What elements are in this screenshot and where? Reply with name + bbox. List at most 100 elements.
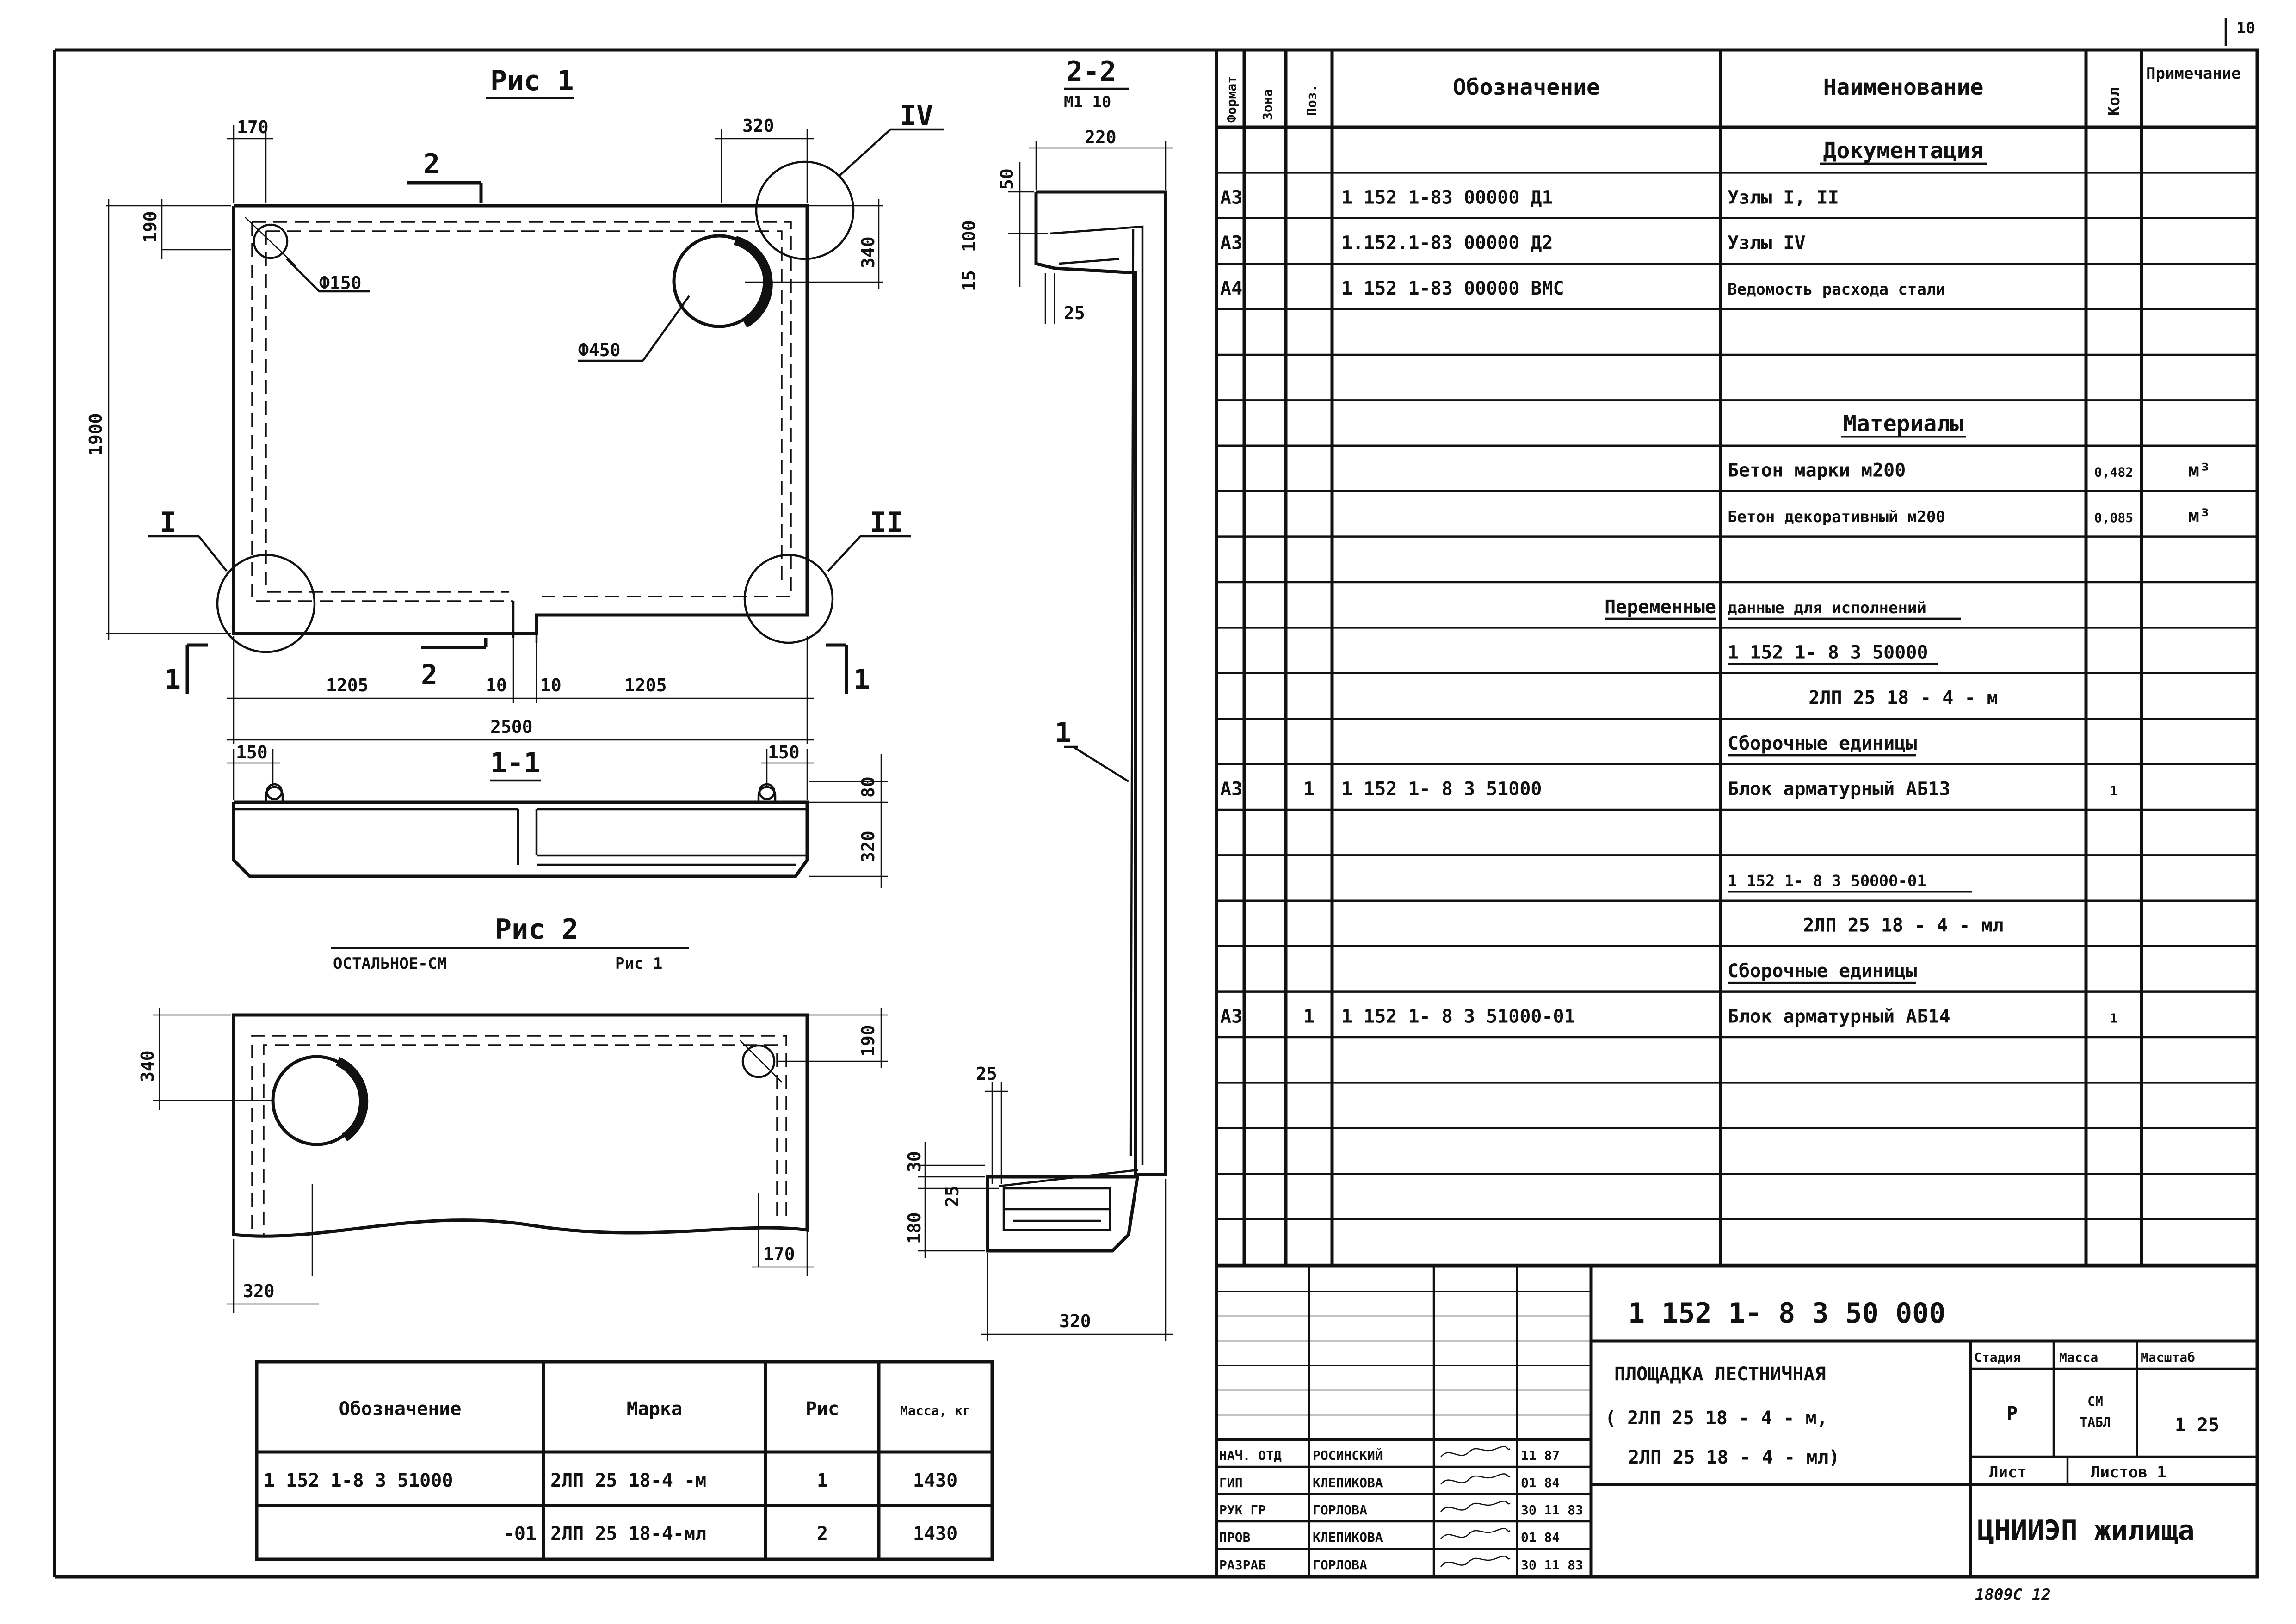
signature-name: КЛЕПИКОВА — [1313, 1530, 1383, 1545]
signature-date: 01 84 — [1521, 1530, 1560, 1545]
figure-2-note-right: Рис 1 — [615, 954, 662, 973]
dim-1205-left: 1205 — [326, 675, 369, 695]
dim-340-right: 340 — [858, 236, 878, 268]
mass-row-1-mass: 1430 — [913, 1470, 957, 1491]
spec-cell-pos: 1 — [1303, 779, 1315, 800]
spec-cell-name: данные для исполнений — [1728, 599, 1926, 617]
signature-date: 30 11 83 — [1521, 1502, 1583, 1518]
title-line-1: ПЛОЩАДКА ЛЕСТНИЧНАЯ — [1614, 1364, 1826, 1385]
signature-name: ГОРЛОВА — [1313, 1557, 1367, 1573]
dim-170-top: 170 — [237, 117, 269, 137]
spec-header-format: Формат — [1224, 76, 1239, 123]
section-mark-2-bottom: 2 — [421, 659, 438, 691]
section-2-2-title: 2-2 — [1066, 55, 1116, 88]
dim-320-top: 320 — [742, 116, 774, 136]
signature-date: 01 84 — [1521, 1475, 1560, 1490]
figure-2-note-left: ОСТАЛЬНОЕ-СМ — [333, 954, 447, 973]
title-line-2: ( 2ЛП 25 18 - 4 - м, — [1605, 1408, 1828, 1429]
specification-table: Формат Зона Поз. Обозначение Наименовани… — [1215, 48, 2259, 1268]
section-1-1: 1-1 150 150 80 320 — [227, 742, 888, 888]
stage-value: Р — [2006, 1403, 2018, 1424]
node-label-iv: IV — [900, 99, 933, 132]
signature-role: ГИП — [1219, 1475, 1243, 1490]
page-number: 10 — [2236, 19, 2255, 37]
spec-cell-desig: Переменные — [1605, 597, 1716, 618]
callout-1: 1 — [1055, 717, 1071, 749]
dim-30: 30 — [904, 1151, 925, 1172]
sheets-label: Листов 1 — [2091, 1463, 2166, 1482]
spec-cell-name: Материалы — [1843, 411, 1963, 437]
spec-cell-name: Узлы I, II — [1728, 187, 1839, 208]
dim-80: 80 — [858, 776, 878, 798]
signature-role: НАЧ. ОТД — [1219, 1448, 1282, 1463]
handwritten-signature — [1440, 1556, 1511, 1567]
stage-label: Стадия — [1974, 1350, 2021, 1365]
scale-label: Масштаб — [2141, 1350, 2195, 1365]
signature-role: РУК ГР — [1219, 1502, 1266, 1518]
mass-row-2-designation: -01 — [503, 1523, 537, 1544]
spec-cell-name: Бетон марки м200 — [1728, 460, 1906, 481]
section-mark-1-right: 1 — [853, 664, 870, 696]
spec-cell-name: Бетон декоративный м200 — [1728, 508, 1945, 526]
spec-cell-name: 2ЛП 25 18 - 4 - м — [1808, 688, 1998, 709]
mass-row-2-mark: 2ЛП 25 18-4-мл — [550, 1523, 706, 1544]
spec-cell-desig: 1 152 1-83 00000 ВМС — [1341, 278, 1564, 299]
dim-150-left: 150 — [236, 742, 268, 763]
spec-cell-name: Блок арматурный АБ14 — [1728, 1006, 1950, 1027]
spec-cell-name: 1 152 1- 8 3 50000 — [1728, 642, 1928, 663]
mass-table-header-mark: Марка — [627, 1398, 682, 1420]
handwritten-signature — [1440, 1501, 1511, 1512]
mass-row-1-designation: 1 152 1-8 3 51000 — [264, 1470, 453, 1491]
spec-cell-qty: 1 — [2110, 1011, 2118, 1026]
mass-value-1: СМ — [2087, 1394, 2103, 1409]
mass-table: Обозначение Марка Рис Масса, кг 1 152 1-… — [255, 1360, 994, 1561]
dim-25-side: 25 — [942, 1186, 963, 1207]
dim-320-fig2: 320 — [243, 1281, 275, 1301]
figure-1-title: Рис 1 — [490, 65, 574, 97]
section-mark-1-left: 1 — [164, 664, 181, 696]
section-2-2-scale: М1 10 — [1064, 93, 1111, 111]
spec-cell-name: Сборочные единицы — [1728, 960, 1917, 982]
dim-100: 100 — [959, 220, 979, 252]
section-2-2: 2-2 М1 10 1 220 50 100 15 25 25 — [904, 55, 1173, 1341]
title-line-3: 2ЛП 25 18 - 4 - мл) — [1628, 1447, 1840, 1468]
signature-role: РАЗРАБ — [1219, 1557, 1266, 1573]
dim-10-left: 10 — [486, 675, 507, 695]
spec-cell-name: Узлы IV — [1728, 233, 1806, 254]
scale-value: 1 25 — [2175, 1415, 2219, 1436]
diameter-450: Ф450 — [578, 340, 621, 360]
section-1-1-title: 1-1 — [490, 747, 540, 779]
diameter-150: Ф150 — [319, 273, 362, 293]
mass-row-1-mark: 2ЛП 25 18-4 -м — [550, 1470, 706, 1491]
dim-1900: 1900 — [86, 413, 106, 455]
dim-180: 180 — [904, 1212, 925, 1244]
handwritten-signature — [1440, 1528, 1511, 1539]
dim-25-top: 25 — [1064, 303, 1085, 323]
spec-cell-fmt: А4 — [1220, 278, 1242, 299]
mass-row-2-mass: 1430 — [913, 1523, 957, 1544]
dim-190-fig2: 190 — [858, 1025, 878, 1057]
dim-150-right: 150 — [768, 742, 800, 763]
signature-role: ПРОВ — [1219, 1530, 1250, 1545]
section-mark-2-top: 2 — [423, 148, 440, 180]
document-code: 1 152 1- 8 3 50 000 — [1628, 1297, 1945, 1329]
figure-2-title: Рис 2 — [495, 913, 579, 946]
spec-cell-name: Сборочные единицы — [1728, 733, 1917, 754]
dim-25-bottom: 25 — [976, 1064, 997, 1084]
spec-header-qty: Кол — [2105, 87, 2123, 116]
spec-cell-desig: 1 152 1-83 00000 Д1 — [1341, 187, 1553, 208]
dim-50: 50 — [997, 168, 1017, 190]
spec-cell-fmt: А3 — [1220, 187, 1242, 208]
spec-header-zone: Зона — [1260, 89, 1275, 120]
signature-date: 11 87 — [1521, 1448, 1560, 1463]
sheet-frame: 10 1809С 12 — [53, 18, 2259, 1604]
mass-value-2: ТАБЛ — [2080, 1415, 2111, 1430]
dim-1205-right: 1205 — [624, 675, 667, 695]
spec-cell-name: Ведомость расхода стали — [1728, 280, 1945, 299]
spec-cell-pos: 1 — [1303, 1006, 1315, 1027]
spec-cell-name: Блок арматурный АБ13 — [1728, 779, 1950, 800]
